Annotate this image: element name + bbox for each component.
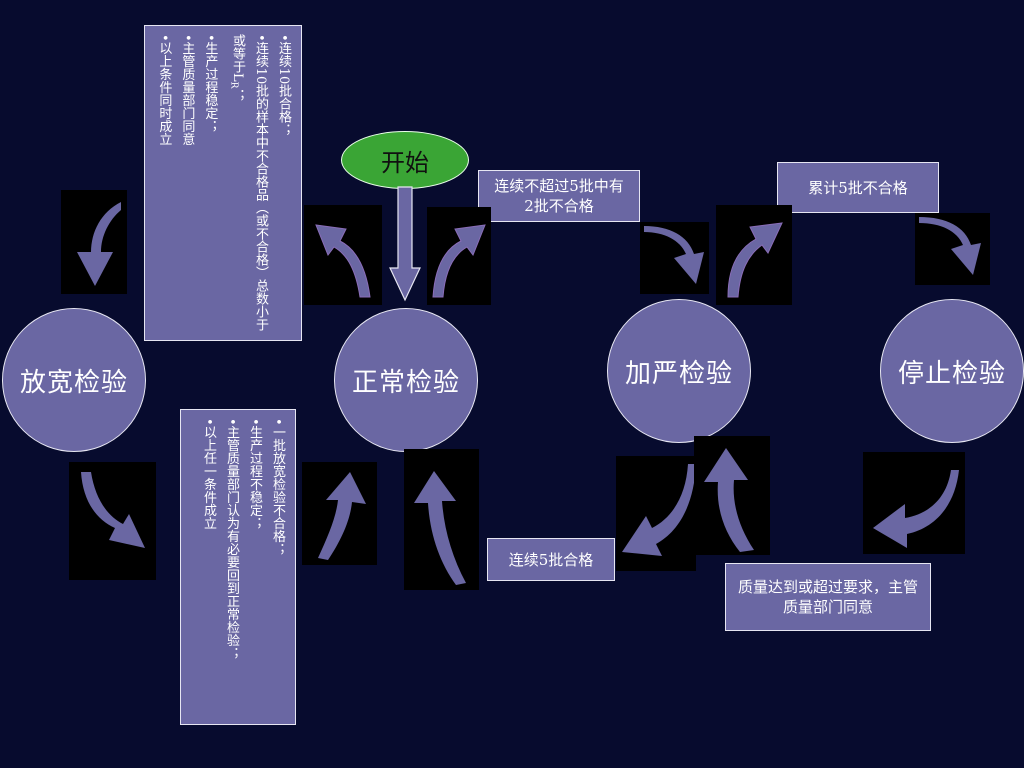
curved-arrow-icon (727, 222, 783, 298)
arrow-to-relaxed (61, 190, 127, 294)
normal-to-tightened-condition: 连续不超过5批中有2批不合格 (478, 170, 640, 222)
stop-inspection-node: 停止检验 (880, 299, 1024, 443)
relaxed-inspection-node: 放宽检验 (2, 308, 146, 452)
curved-arrow-icon (318, 472, 366, 560)
curved-arrow-icon (622, 464, 696, 556)
arrow-into-stop (915, 213, 990, 285)
arrow-from-stop (863, 452, 965, 554)
relaxed-to-normal-conditions: •一批放宽检验不合格； •生产过程不稳定； •主管质量部门认为有必要回到正常检验… (180, 409, 296, 725)
curved-arrow-icon (432, 224, 486, 298)
arrow-from-relaxed (69, 462, 156, 580)
normal-to-relaxed-conditions: •连续10批合格； •连续10批的样本中不合格品（或不合格）总数小于或等于LR；… (144, 25, 302, 341)
condition-line: •连续10批的样本中不合格品（或不合格）总数小于或等于LR； (228, 34, 268, 332)
normal-inspection-label: 正常检验 (351, 367, 460, 398)
condition-line: •以上条件同时成立 (156, 34, 172, 146)
tightened-inspection-label: 加严检验 (624, 358, 733, 389)
condition-subscript: R (228, 81, 239, 89)
arrow-stop-to-tightened-up (694, 436, 770, 555)
condition-line: •主管质量部门认为有必要回到正常检验； (224, 418, 239, 660)
arrow-into-tightened-left (640, 222, 709, 294)
tightened-to-stop-condition: 累计5批不合格 (777, 162, 939, 213)
tightened-to-normal-condition: 连续5批合格 (487, 538, 615, 581)
condition-line: •生产过程稳定； (202, 34, 218, 133)
curved-arrow-icon (644, 226, 704, 284)
start-label: 开始 (381, 148, 429, 177)
curved-arrow-icon (77, 202, 121, 286)
tightened-inspection-node: 加严检验 (607, 299, 751, 443)
condition-line: •生产过程不稳定； (247, 418, 262, 530)
arrow-normal-to-tightened-upper (427, 207, 491, 305)
curved-arrow-icon (873, 470, 959, 548)
stop-inspection-label: 停止检验 (897, 358, 1006, 389)
condition-line: •主管质量部门同意 (179, 34, 195, 146)
curved-arrow-icon (414, 471, 466, 585)
curved-arrow-icon (81, 472, 145, 548)
relaxed-inspection-label: 放宽检验 (19, 367, 128, 398)
normal-inspection-node: 正常检验 (334, 308, 478, 452)
arrow-tightened-to-normal-left (616, 456, 696, 571)
arrow-tightened-to-stop-upper (716, 205, 792, 305)
arrow-normal-to-relaxed-upper (304, 205, 382, 305)
arrow-into-normal-left (302, 462, 377, 565)
condition-line: •连续10批合格； (276, 34, 291, 137)
stop-to-tightened-condition: 质量达到或超过要求，主管质量部门同意 (725, 563, 931, 631)
start-node: 开始 (341, 131, 469, 189)
condition-line: •以上任一条件成立 (201, 418, 216, 530)
curved-arrow-icon (315, 224, 371, 298)
condition-line: •一批放宽检验不合格； (270, 418, 285, 556)
curved-arrow-icon (919, 217, 981, 275)
curved-arrow-icon (704, 448, 754, 552)
arrow-into-normal-right (404, 449, 479, 590)
